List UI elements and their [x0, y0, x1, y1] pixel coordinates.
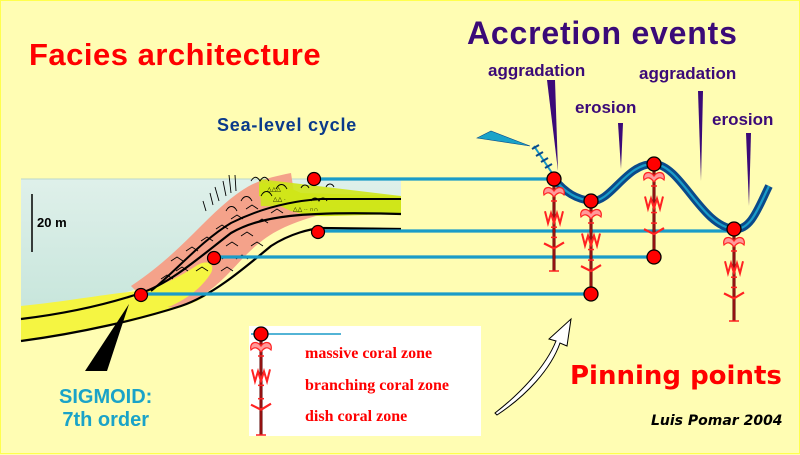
accretion-events-title: Accretion events — [467, 15, 738, 51]
svg-text:△△ ·· ∩∩: △△ ·· ∩∩ — [293, 207, 318, 213]
svg-text:△△△: △△△ — [267, 187, 281, 193]
event-label-erosion-2: erosion — [712, 110, 774, 129]
pinning-dots-section — [133, 171, 326, 303]
sigmoid-boundary-upper — [20, 212, 402, 321]
pin-dot — [133, 287, 149, 303]
scale-bar-label: 20 m — [37, 215, 67, 230]
event-pointer-aggradation-1 — [547, 80, 558, 171]
dish-coral-icon — [580, 264, 602, 273]
facies-architecture-title: Facies architecture — [29, 37, 322, 72]
sigmoid-boundary-lower — [20, 226, 402, 343]
event-pointer-aggradation-2 — [698, 91, 703, 181]
massive-coral-icon — [543, 186, 565, 198]
dish-coral-icon — [543, 241, 565, 250]
dish-coral-icon — [250, 402, 272, 411]
sea-level-cycle-label: Sea-level cycle — [217, 115, 358, 135]
legend-item-branching: branching coral zone — [305, 377, 449, 394]
sigmoid-label-line1: SIGMOID: — [59, 386, 153, 408]
legend-item-dish: dish coral zone — [305, 408, 408, 425]
sigmoid-label-line2: 7th order — [62, 409, 150, 431]
massive-coral-icon — [580, 208, 602, 220]
pin-dot — [253, 326, 269, 342]
sea-level-ticks — [531, 144, 553, 169]
sigmoid-label: SIGMOID: 7th order — [59, 386, 152, 432]
branching-coral-icon — [544, 209, 564, 227]
pin-dot — [583, 286, 599, 302]
legend-box — [249, 326, 481, 436]
svg-text:△△ ·: △△ · — [273, 197, 286, 203]
branching-coral-icon — [251, 367, 271, 386]
event-pointer-erosion-1 — [618, 123, 623, 169]
sea-level-dashed — [533, 145, 553, 174]
massive-coral-icon — [250, 341, 272, 353]
sand-wedge — [21, 263, 211, 341]
sea-level-pointer — [476, 130, 531, 147]
author-credit: Luis Pomar 2004 — [651, 413, 783, 429]
sigmoid-pointer — [85, 304, 129, 371]
dish-coral-icon — [723, 291, 745, 300]
pinning-points-label: Pinning points — [570, 361, 782, 391]
massive-coral-icon — [723, 236, 745, 248]
sand-lobe — [141, 262, 213, 308]
branching-coral-icon — [724, 259, 744, 277]
pin-dot — [646, 249, 662, 265]
branching-coral-icon — [644, 195, 664, 213]
legend-item-massive: massive coral zone — [305, 345, 433, 362]
event-pointers — [547, 80, 751, 206]
pin-dot — [583, 193, 599, 209]
pin-dot — [726, 221, 742, 237]
pin-dot — [206, 250, 222, 266]
pin-dot — [546, 171, 562, 187]
event-label-aggradation-2: aggradation — [639, 64, 737, 83]
pin-dot — [310, 224, 326, 240]
branching-coral-icon — [581, 232, 601, 250]
massive-coral-icon — [643, 171, 665, 183]
dish-coral-icon — [643, 227, 665, 236]
legend-sample-column — [250, 326, 272, 436]
correlation-lines — [141, 177, 734, 296]
event-label-aggradation-1: aggradation — [488, 61, 586, 80]
pin-dot — [646, 156, 662, 172]
event-label-erosion-1: erosion — [575, 98, 637, 117]
coral-columns — [543, 156, 745, 322]
pinning-arrow — [494, 317, 572, 416]
pin-dot — [306, 171, 322, 187]
back-reef-triangles: △△△ △△ · △△ ·· ∩∩ — [267, 187, 318, 213]
sigmoid-boundary-top — [150, 198, 401, 292]
event-pointer-erosion-2 — [746, 133, 751, 206]
